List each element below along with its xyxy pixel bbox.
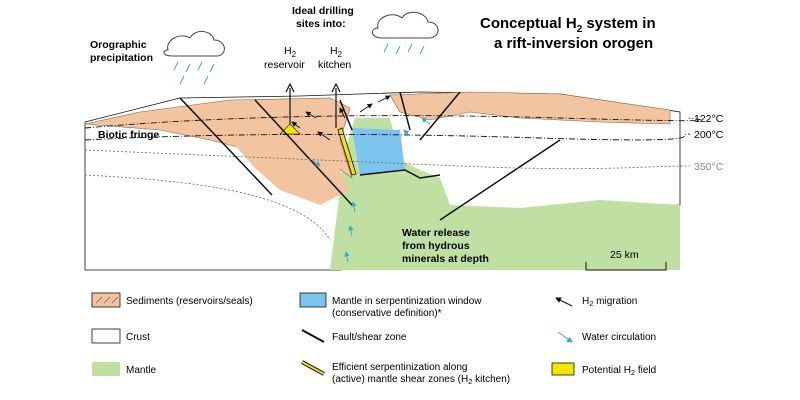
legend-swatch-h2-migration (555, 297, 573, 307)
isotherm-label-350: 350°C (694, 161, 724, 173)
label-water-release-1: Water release (402, 227, 470, 239)
label-h2-kitchen-h: H2 (330, 45, 343, 59)
legend-swatch-sediments (91, 292, 121, 308)
label-precipitation: precipitation (90, 52, 153, 64)
cloud-icon (372, 11, 439, 39)
label-drilling-1: Ideal drilling (292, 5, 354, 17)
legend-label-efficient-1: Efficient serpentinization along (332, 362, 467, 373)
legend-swatch-water-circulation (557, 331, 573, 343)
legend-swatch-mantle (92, 362, 120, 376)
h2-migration-arrows (291, 95, 391, 141)
sediment-right (389, 91, 671, 125)
legend-label-fault: Fault/shear zone (332, 332, 407, 343)
sediment-lower (230, 140, 350, 205)
legend-label-sediments: Sediments (reservoirs/seals) (126, 296, 253, 307)
mantle-layer (330, 118, 680, 270)
h2-kitchen-zone (337, 127, 357, 176)
label-kitchen: kitchen (318, 59, 351, 71)
scale-bar (585, 262, 667, 271)
label-water-release-3: minerals at depth (402, 253, 489, 265)
legend-label-mantle-window-1: Mantle in serpentinization window (332, 296, 482, 307)
faults (179, 91, 561, 221)
label-orographic: Orographic (90, 39, 147, 51)
label-biotic-fringe: Biotic fringe (98, 129, 159, 141)
legend-swatch-crust (91, 328, 121, 344)
legend: Sediments (reservoirs/seals) Crust Mantl… (91, 292, 656, 386)
label-reservoir: reservoir (264, 59, 305, 71)
label-scale: 25 km (610, 249, 639, 261)
isotherm-label-122: 122°C (694, 113, 724, 125)
isotherms (84, 115, 702, 241)
cloud-icon (163, 31, 225, 57)
legend-swatch-serpentinization (299, 292, 327, 308)
cross-section (84, 11, 702, 271)
isotherm-label-200: 200°C (694, 129, 724, 141)
legend-label-efficient-2: (active) mantle shear zones (H2 kitchen) (332, 374, 510, 386)
legend-label-potential-field: Potential H2 field (582, 365, 656, 377)
water-circulation-arrows (311, 117, 431, 263)
rain-drops (173, 43, 425, 85)
label-drilling-2: sites into: (296, 18, 346, 30)
legend-label-crust: Crust (126, 332, 150, 343)
legend-label-mantle: Mantle (126, 365, 156, 376)
drilling-wells (285, 82, 341, 128)
diagram-title-line2: a rift-inversion orogen (494, 35, 653, 52)
legend-swatch-potential-field (551, 362, 575, 376)
legend-label-water-circulation: Water circulation (582, 332, 656, 343)
legend-swatch-fault (301, 329, 325, 343)
label-water-release-2: from hydrous (402, 240, 470, 252)
legend-label-mantle-window-2: (conservative definition)* (332, 308, 442, 319)
serpentinization-window (352, 128, 405, 175)
legend-label-h2-migration: H2 migration (582, 296, 637, 308)
label-h2-reservoir-h: H2 (284, 45, 297, 59)
diagram-title-line1: Conceptual H2 system in (480, 15, 656, 35)
